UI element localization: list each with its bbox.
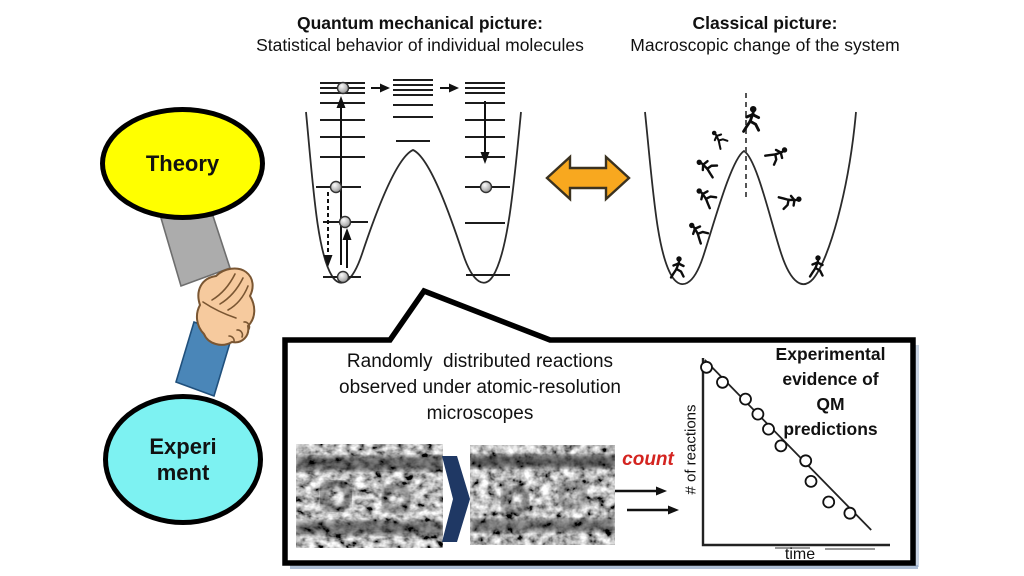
runner-icon (742, 104, 761, 133)
theory-bubble: Theory (100, 107, 265, 220)
classical-panel-header: Classical picture: Macroscopic change of… (600, 12, 930, 56)
count-label: count (622, 449, 674, 470)
classical-panel-title: Classical picture: (692, 13, 838, 33)
relaxation-down-arrow-right (480, 101, 490, 164)
runner-icon (764, 140, 791, 167)
clasped-hands (195, 267, 256, 346)
relaxation-dashed-down-arrow (323, 192, 333, 267)
data-point (799, 454, 813, 468)
count-arrows-icon (615, 486, 679, 515)
runner-icon (683, 219, 711, 245)
runner-icon (691, 184, 719, 210)
handshake-icon (159, 215, 256, 398)
left-right-arrow-icon (545, 154, 631, 202)
data-point (751, 407, 765, 421)
tem-image-after (470, 445, 615, 545)
theory-label: Theory (145, 150, 220, 176)
data-point (739, 392, 752, 406)
qm-panel-header: Quantum mechanical picture: Statistical … (225, 12, 615, 56)
data-point (774, 439, 788, 453)
scatter-points (700, 360, 857, 520)
data-point (700, 360, 713, 374)
energy-levels-barrier-top (393, 79, 433, 142)
reaction-count-graph (700, 358, 890, 550)
data-point (762, 422, 775, 436)
qm-panel-subtitle: Statistical behavior of individual molec… (256, 35, 584, 55)
data-point (716, 375, 729, 389)
runner-icon (777, 189, 805, 211)
transfer-right-arrow-2 (440, 83, 459, 93)
qm-double-well-curve (305, 111, 522, 284)
trend-line (704, 359, 872, 531)
data-point (804, 474, 818, 488)
data-point (843, 506, 857, 520)
callout-text: Randomly distributed reactions observed … (339, 351, 621, 424)
runner-icon (669, 255, 685, 279)
graph-x-axis-label: time (784, 546, 816, 563)
classical-panel-subtitle: Macroscopic change of the system (630, 35, 900, 55)
image-transition-arrow-icon (442, 456, 470, 542)
molecule-balls (329, 81, 493, 284)
runner-icon (706, 127, 730, 150)
qm-panel-title: Quantum mechanical picture: (296, 13, 544, 33)
classical-potential-diagram (644, 93, 857, 285)
experiment-bubble: Experi ment (103, 394, 263, 525)
excitation-short-up-arrow (342, 228, 352, 268)
experiment-label: Experi ment (149, 433, 217, 485)
tem-image-before (296, 444, 443, 548)
graph-axes (701, 358, 890, 547)
box-shadow (290, 565, 918, 569)
qm-potential-diagram (305, 79, 522, 284)
transfer-right-arrow-1 (371, 83, 390, 93)
data-point (822, 495, 836, 509)
classical-double-well-curve (644, 111, 857, 285)
graph-y-axis-label: # of reactions (682, 404, 700, 495)
runner-icon (692, 155, 720, 179)
graph-title: Experimental evidence of QM predictions (775, 344, 886, 439)
box-shadow-right (915, 345, 919, 567)
